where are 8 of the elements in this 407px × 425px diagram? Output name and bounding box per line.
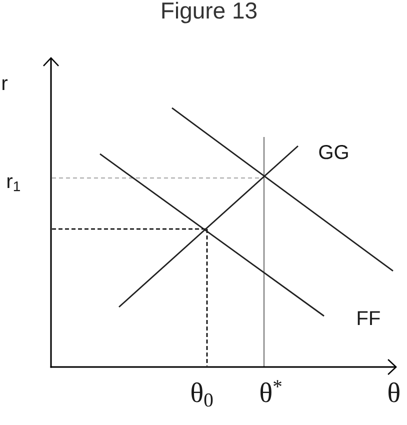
curve-label: FF	[358, 311, 380, 325]
title: Figure 13	[162, 2, 257, 24]
curve-label: GG	[319, 145, 348, 160]
tick-label: r$_{1}$	[8, 177, 20, 192]
axis-label: r	[2, 79, 8, 90]
tick-label: θ$^{*}$	[260, 380, 282, 402]
axis-label: θ	[388, 382, 400, 402]
tick-label: θ$_{0}$	[192, 382, 213, 407]
